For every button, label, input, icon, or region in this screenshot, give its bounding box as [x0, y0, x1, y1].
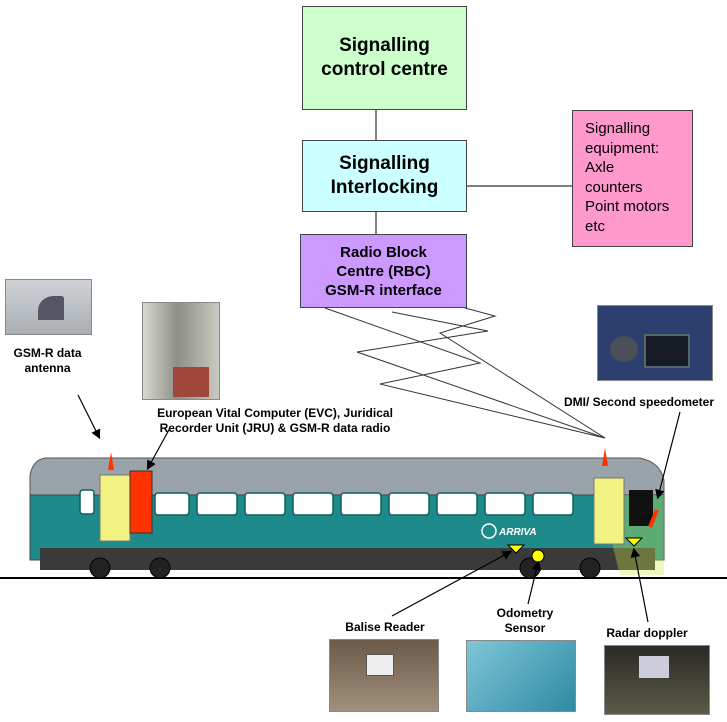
window: [79, 489, 95, 515]
odometry-sensor-marker: [531, 549, 545, 563]
odometry-sensor-label: Odometry Sensor: [496, 606, 554, 635]
balise-reader-photo: [329, 639, 439, 712]
window: [154, 492, 190, 516]
arrow-antenna: [77, 394, 101, 440]
arrow-balise: [391, 550, 513, 617]
arrow-evc: [146, 427, 171, 471]
cabinet-equipment-shape: [173, 367, 209, 397]
train-underframe: [40, 548, 655, 570]
radio-link-front: [438, 307, 606, 439]
window: [388, 492, 430, 516]
dmi-screen-shape: [644, 334, 690, 368]
arrow-radar: [630, 547, 649, 623]
radar-doppler-photo: [604, 645, 710, 715]
radio-link-front-inner: [356, 311, 606, 439]
evc-marker: [129, 470, 153, 534]
door: [99, 474, 131, 542]
dmi-marker: [648, 509, 659, 528]
balise-reader-marker: [506, 544, 526, 554]
balise-device-shape: [366, 654, 394, 676]
wheel: [579, 557, 601, 579]
train-doors: [99, 474, 625, 545]
window: [292, 492, 334, 516]
radio-link-rear: [324, 307, 606, 439]
window: [196, 492, 238, 516]
signalling-control-centre-label: Signalling control centre: [321, 35, 448, 80]
arrow-dmi: [655, 411, 681, 500]
wheel: [149, 557, 171, 579]
cab-controls-shape: [610, 336, 638, 362]
train-windows: [79, 489, 574, 516]
arriva-logo-text: ARRIVA: [498, 527, 537, 538]
window: [484, 492, 526, 516]
door: [593, 477, 625, 545]
radio-block-centre-box: Radio Block Centre (RBC) GSM-R interface: [300, 234, 467, 308]
window: [340, 492, 382, 516]
window: [244, 492, 286, 516]
dmi-label: DMI/ Second speedometer: [563, 395, 715, 409]
radar-doppler-label: Radar doppler: [606, 626, 688, 640]
gsmr-antenna-photo: [5, 279, 92, 335]
antenna-front: [602, 448, 608, 466]
dmi-cab-photo: [597, 305, 713, 381]
evc-label: European Vital Computer (EVC), Juridical…: [157, 406, 393, 435]
odometry-sensor-photo: [466, 640, 576, 712]
radar-doppler-marker: [624, 537, 644, 547]
antenna-rear: [108, 452, 114, 470]
radar-device-shape: [639, 656, 669, 678]
balise-reader-label: Balise Reader: [345, 620, 425, 634]
antenna-fin-shape: [38, 296, 64, 320]
window: [532, 492, 574, 516]
arrow-odometry: [527, 560, 541, 605]
signalling-control-centre-box: Signalling control centre: [302, 6, 467, 110]
radio-block-centre-label: Radio Block Centre (RBC) GSM-R interface: [325, 243, 442, 299]
window: [436, 492, 478, 516]
signalling-equipment-box: Signalling equipment: Axle counters Poin…: [572, 110, 693, 247]
signalling-equipment-label: Signalling equipment: Axle counters Poin…: [585, 120, 670, 235]
signalling-interlocking-box: Signalling Interlocking: [302, 140, 467, 212]
signalling-interlocking-label: Signalling Interlocking: [330, 153, 439, 198]
cab-window: [629, 490, 653, 526]
arriva-logo-icon: [481, 523, 497, 539]
gsmr-antenna-label: GSM-R data antenna: [13, 346, 82, 375]
wheel: [89, 557, 111, 579]
evc-cabinet-photo: [142, 302, 220, 400]
